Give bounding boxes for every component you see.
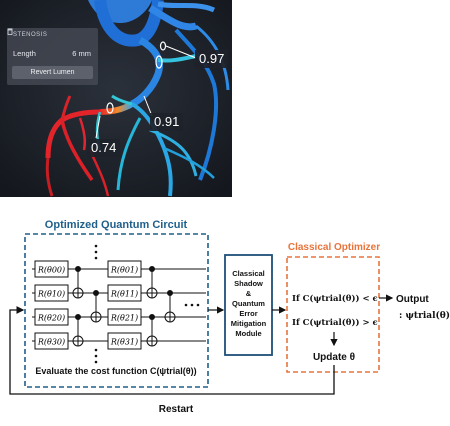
vertical-ellipsis bbox=[94, 244, 98, 364]
cnot-layer-2 bbox=[146, 266, 176, 347]
module-line-7: Module bbox=[235, 329, 261, 338]
ffr-label-074: 0.74 bbox=[87, 139, 121, 157]
condition-greater-than: If C(ψtrial(θ)) > ϵ bbox=[292, 317, 378, 328]
module-line-5: Error bbox=[239, 309, 257, 318]
stenosis-panel: STENOSIS Length 6 mm Revert Lumen bbox=[7, 28, 98, 85]
cost-function-text: Evaluate the cost function C(ψtrial(θ)) bbox=[35, 366, 196, 376]
gate-r00: R(θ00) bbox=[37, 266, 65, 275]
restart-loop-arrow bbox=[9, 306, 335, 395]
length-label: Length bbox=[13, 49, 36, 58]
vqe-diagram: Optimized Quantum Circuit R(θ00) R(θ10) … bbox=[9, 219, 450, 415]
trash-icon[interactable] bbox=[7, 28, 13, 35]
optimizer-box bbox=[286, 256, 380, 373]
ffr-label-091: 0.91 bbox=[150, 113, 184, 131]
gate-r01: R(θ01) bbox=[110, 266, 138, 275]
qubit-wires bbox=[32, 268, 206, 342]
cnot-layer-1 bbox=[72, 266, 102, 347]
length-value: 6 mm bbox=[72, 49, 91, 58]
gate-r21: R(θ21) bbox=[110, 314, 138, 323]
revert-lumen-button[interactable]: Revert Lumen bbox=[12, 66, 93, 79]
ffr-label-097: 0.97 bbox=[195, 50, 229, 68]
gate-column-1: R(θ00) R(θ10) R(θ20) R(θ30) bbox=[34, 260, 69, 350]
shadow-module-box bbox=[224, 254, 273, 356]
gate-r30: R(θ30) bbox=[37, 338, 65, 347]
circuit-title: Optimized Quantum Circuit bbox=[45, 219, 188, 231]
module-line-4: Quantum bbox=[232, 299, 265, 308]
update-theta: Update θ bbox=[313, 352, 355, 363]
stenosis-title: STENOSIS bbox=[13, 32, 48, 38]
output-label: Output bbox=[396, 294, 429, 305]
module-line-3: & bbox=[246, 289, 252, 298]
module-line-1: Classical bbox=[232, 269, 265, 278]
gate-r11: R(θ11) bbox=[110, 290, 138, 299]
gate-r20: R(θ20) bbox=[37, 314, 65, 323]
output-value: : ψtrial(θ) bbox=[399, 310, 450, 321]
gate-r31: R(θ31) bbox=[110, 338, 138, 347]
module-line-6: Mitigation bbox=[231, 319, 267, 328]
shadow-module-text: Classical Shadow & Quantum Error Mitigat… bbox=[231, 269, 267, 338]
coronary-render: STENOSIS Length 6 mm Revert Lumen 0.97 0… bbox=[0, 0, 232, 197]
gate-column-2: R(θ01) R(θ11) R(θ21) R(θ31) bbox=[107, 260, 142, 350]
module-line-2: Shadow bbox=[234, 279, 263, 288]
restart-label: Restart bbox=[159, 404, 194, 415]
condition-less-than: If C(ψtrial(θ)) < ϵ bbox=[292, 293, 378, 304]
optimizer-title: Classical Optimizer bbox=[288, 242, 380, 253]
horizontal-ellipsis bbox=[184, 303, 200, 307]
gate-r10: R(θ10) bbox=[37, 290, 65, 299]
